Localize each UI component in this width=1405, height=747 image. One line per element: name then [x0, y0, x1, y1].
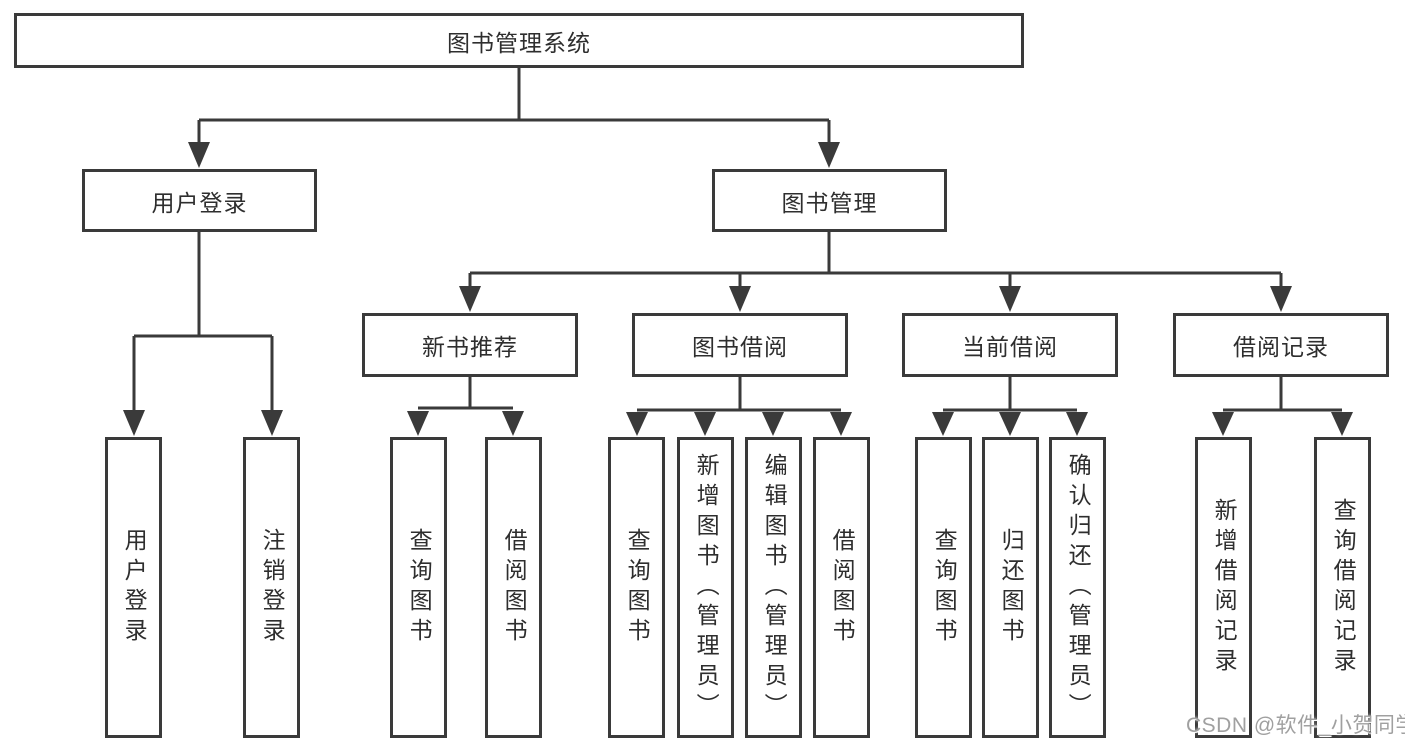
node-root: 图书管理系统 — [14, 13, 1024, 68]
leaf-label: 注销登录 — [259, 527, 286, 648]
node-label: 用户登录 — [151, 189, 248, 216]
leaf-edit-books-admin: 编辑图书（管理员） — [745, 437, 802, 738]
leaf-query-books-current: 查询图书 — [915, 437, 972, 738]
leaf-label: 归还图书 — [998, 527, 1025, 648]
leaf-label: 借阅图书 — [829, 527, 856, 648]
node-new-book-recommend: 新书推荐 — [362, 313, 578, 377]
node-book-borrow: 图书借阅 — [632, 313, 848, 377]
node-user-login: 用户登录 — [82, 169, 317, 232]
leaf-add-books-admin: 新增图书（管理员） — [677, 437, 734, 738]
leaf-label: 新增借阅记录 — [1211, 497, 1238, 678]
leaf-query-books-borrow: 查询图书 — [608, 437, 665, 738]
leaf-borrow-books: 借阅图书 — [813, 437, 870, 738]
leaf-label: 新增图书（管理员） — [693, 452, 720, 723]
leaf-query-borrow-record: 查询借阅记录 — [1314, 437, 1371, 738]
watermark: CSDN @软件_小贺同学 — [1186, 714, 1405, 737]
leaf-user-login: 用户登录 — [105, 437, 162, 738]
leaf-label: 借阅图书 — [501, 527, 528, 648]
node-label: 当前借阅 — [962, 334, 1058, 360]
leaf-label: 查询借阅记录 — [1330, 497, 1357, 678]
leaf-label: 查询图书 — [931, 527, 958, 648]
leaf-add-borrow-record: 新增借阅记录 — [1195, 437, 1252, 738]
node-borrow-records: 借阅记录 — [1173, 313, 1389, 377]
leaf-query-books-recommend: 查询图书 — [390, 437, 447, 738]
leaf-return-books: 归还图书 — [982, 437, 1039, 738]
leaf-label: 查询图书 — [406, 527, 433, 648]
leaf-label: 确认归还（管理员） — [1065, 452, 1092, 723]
node-current-borrow: 当前借阅 — [902, 313, 1118, 377]
node-label: 新书推荐 — [422, 334, 518, 360]
arrowheads — [123, 142, 1353, 436]
node-label: 图书管理系统 — [447, 29, 591, 56]
node-book-management: 图书管理 — [712, 169, 947, 232]
leaf-label: 查询图书 — [624, 527, 651, 648]
node-label: 借阅记录 — [1233, 334, 1329, 360]
node-label: 图书管理 — [781, 189, 878, 216]
leaf-label: 用户登录 — [121, 527, 148, 648]
leaf-logout: 注销登录 — [243, 437, 300, 738]
node-label: 图书借阅 — [692, 334, 788, 360]
leaf-label: 编辑图书（管理员） — [761, 452, 788, 723]
leaf-confirm-return-admin: 确认归还（管理员） — [1049, 437, 1106, 738]
leaf-borrow-books-recommend: 借阅图书 — [485, 437, 542, 738]
